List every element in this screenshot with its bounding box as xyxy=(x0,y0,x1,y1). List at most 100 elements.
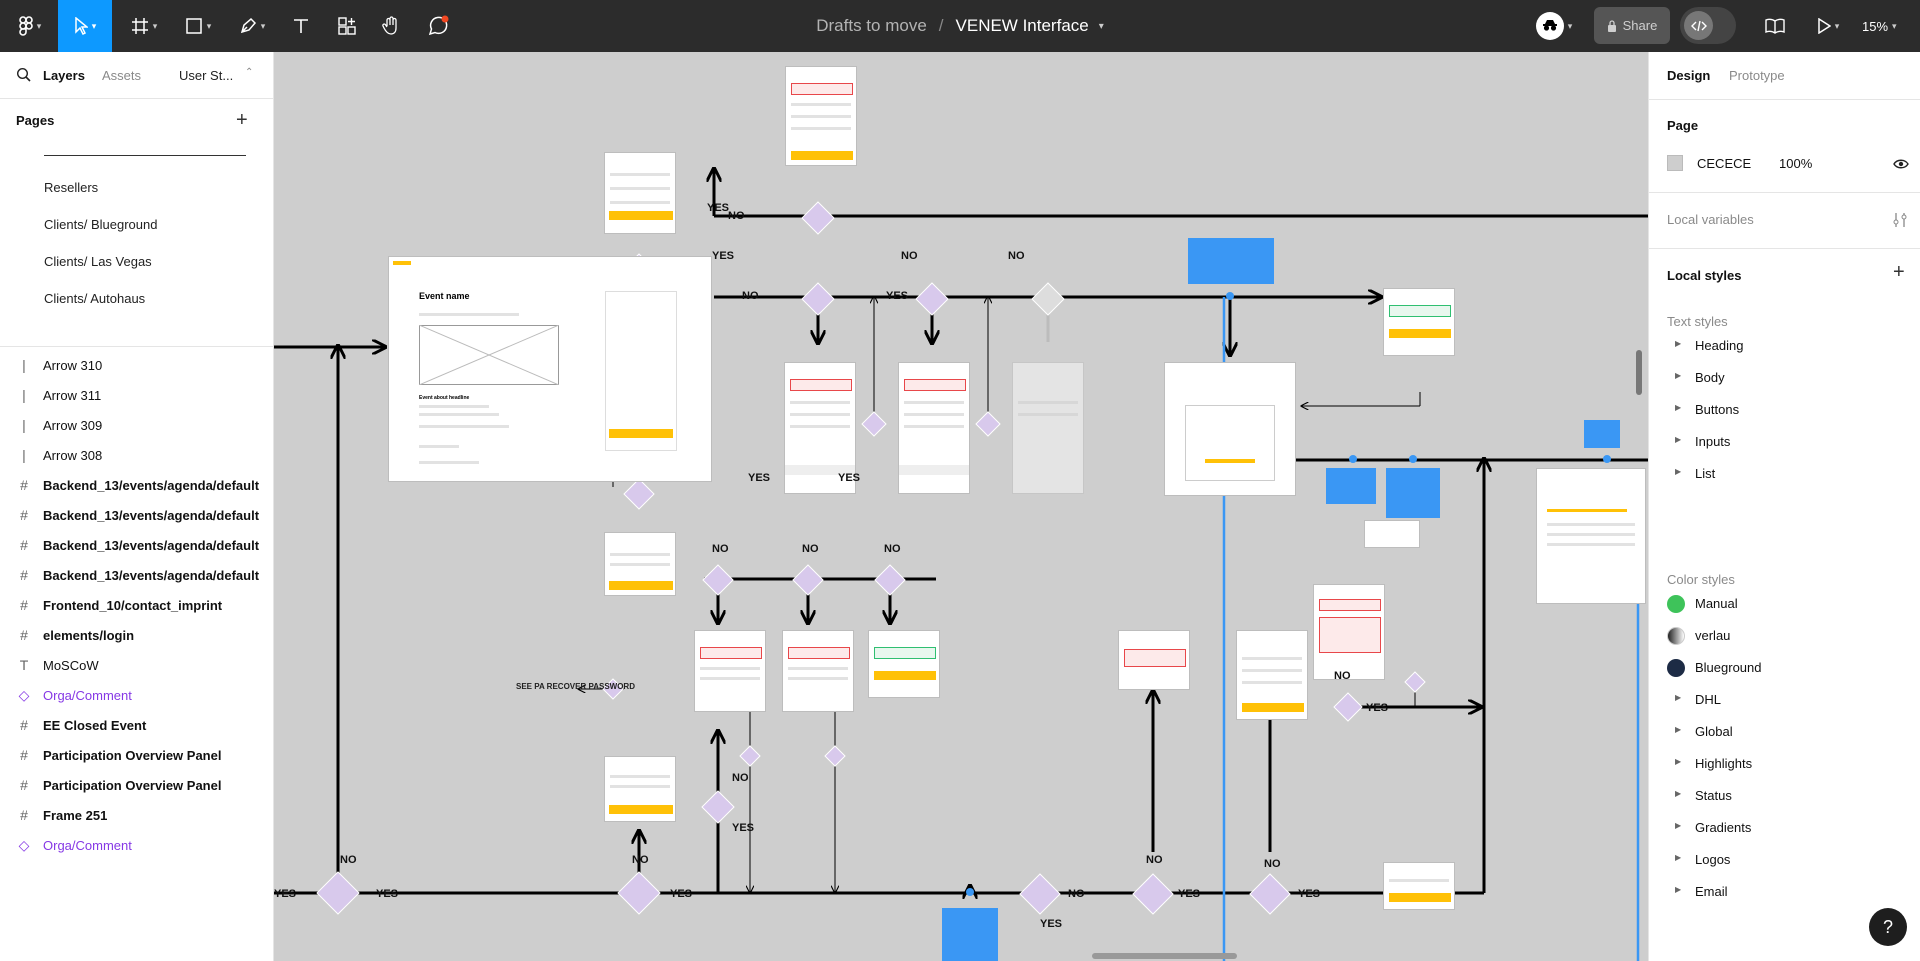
comment-note[interactable] xyxy=(1386,468,1440,518)
local-variables-label[interactable]: Local variables xyxy=(1667,212,1754,227)
event-frame[interactable]: Event name Event about headline xyxy=(388,256,712,482)
layer-item[interactable]: #EE Closed Event xyxy=(0,707,273,743)
color-style-item[interactable]: ▶Gradients xyxy=(1649,812,1920,842)
page-color-value[interactable]: CECECE xyxy=(1697,156,1752,171)
color-style-item[interactable]: Manual xyxy=(1649,588,1920,618)
layer-item[interactable]: #Backend_13/events/agenda/default xyxy=(0,557,273,593)
page-item[interactable]: Resellers xyxy=(44,180,99,195)
email-frame[interactable] xyxy=(1164,362,1296,496)
help-button[interactable]: ? xyxy=(1869,908,1907,946)
layer-label: Orga/Comment xyxy=(43,688,132,703)
add-style-icon[interactable]: + xyxy=(1893,261,1905,283)
screen-frame[interactable] xyxy=(868,630,940,698)
email-frame[interactable] xyxy=(1536,468,1646,604)
layer-item[interactable]: #elements/login xyxy=(0,617,273,653)
layer-item[interactable]: #Participation Overview Panel xyxy=(0,767,273,803)
screen-frame[interactable] xyxy=(694,630,766,712)
library-button[interactable] xyxy=(1760,0,1790,52)
color-style-item[interactable]: verlau xyxy=(1649,620,1920,650)
add-page-icon[interactable]: + xyxy=(236,109,248,131)
screen-frame[interactable] xyxy=(1313,584,1385,680)
move-tool-button[interactable]: ▾ xyxy=(58,0,112,52)
layer-item[interactable]: ◇Orga/Comment xyxy=(0,827,273,863)
yes-label: YES xyxy=(838,472,861,484)
tab-assets[interactable]: Assets xyxy=(102,68,142,83)
variables-icon[interactable] xyxy=(1893,212,1907,228)
comment-note[interactable] xyxy=(1584,420,1620,448)
chevron-down-icon[interactable]: ▾ xyxy=(1098,20,1104,32)
color-style-item[interactable]: ▶Highlights xyxy=(1649,748,1920,778)
comment-note[interactable] xyxy=(1188,238,1274,284)
color-style-item[interactable]: ▶Email xyxy=(1649,876,1920,906)
pen-tool-button[interactable]: ▾ xyxy=(232,0,272,52)
comment-note[interactable] xyxy=(942,908,998,961)
text-style-item[interactable]: ▶Body xyxy=(1649,362,1920,392)
dev-mode-toggle[interactable] xyxy=(1680,7,1736,44)
layer-item[interactable]: |Arrow 309 xyxy=(0,407,273,443)
screen-frame[interactable] xyxy=(604,756,676,822)
screen-frame[interactable] xyxy=(1383,288,1455,356)
layer-item[interactable]: #Backend_13/events/agenda/default xyxy=(0,467,273,503)
present-button[interactable]: ▾ xyxy=(1808,0,1848,52)
page-opacity-value[interactable]: 100% xyxy=(1779,156,1813,171)
color-style-item[interactable]: ▶DHL xyxy=(1649,684,1920,714)
page-item[interactable]: Clients/ Autohaus xyxy=(44,291,146,306)
avatar-button[interactable]: ▾ xyxy=(1528,0,1580,52)
share-button[interactable]: Share xyxy=(1594,7,1670,44)
screen-frame[interactable] xyxy=(784,362,856,494)
text-style-item[interactable]: ▶Buttons xyxy=(1649,394,1920,424)
layer-item[interactable]: |Arrow 310 xyxy=(0,347,273,383)
main-menu-button[interactable]: ▾ xyxy=(8,0,52,52)
resources-tool-button[interactable] xyxy=(332,0,362,52)
mini-frame[interactable] xyxy=(1364,520,1420,548)
text-tool-button[interactable] xyxy=(286,0,316,52)
screen-frame[interactable] xyxy=(785,66,857,166)
page-item[interactable]: Clients/ Blueground xyxy=(44,217,158,232)
search-icon[interactable] xyxy=(16,67,32,83)
layer-item[interactable]: #Backend_13/events/agenda/default xyxy=(0,527,273,563)
text-style-item[interactable]: ▶Heading xyxy=(1649,330,1920,360)
tab-design[interactable]: Design xyxy=(1667,68,1711,83)
file-name[interactable]: VENEW Interface xyxy=(955,16,1089,35)
tab-prototype[interactable]: Prototype xyxy=(1729,68,1785,83)
zoom-dropdown[interactable]: 15% ▾ xyxy=(1862,18,1897,34)
screen-frame[interactable] xyxy=(898,362,970,494)
page-color-swatch[interactable] xyxy=(1667,155,1683,171)
screen-frame[interactable] xyxy=(1236,630,1308,720)
color-style-item[interactable]: ▶Logos xyxy=(1649,844,1920,874)
layer-item[interactable]: |Arrow 311 xyxy=(0,377,273,413)
color-style-item[interactable]: ▶Status xyxy=(1649,780,1920,810)
text-style-item[interactable]: ▶Inputs xyxy=(1649,426,1920,456)
layer-item[interactable]: #Backend_13/events/agenda/default xyxy=(0,497,273,533)
chevron-up-icon[interactable]: ⌃ xyxy=(245,67,254,78)
screen-frame[interactable] xyxy=(604,532,676,596)
color-style-item[interactable]: Blueground xyxy=(1649,652,1920,682)
color-style-item[interactable]: ▶Global xyxy=(1649,716,1920,746)
screen-frame-disabled[interactable] xyxy=(1012,362,1084,494)
frame-tool-button[interactable]: ▾ xyxy=(124,0,164,52)
comment-note[interactable] xyxy=(1326,468,1376,504)
text-style-item[interactable]: ▶List xyxy=(1649,458,1920,488)
horizontal-scrollbar[interactable] xyxy=(1092,953,1237,959)
tab-layers[interactable]: Layers xyxy=(43,68,85,83)
layer-item[interactable]: |Arrow 308 xyxy=(0,437,273,473)
layer-item[interactable]: #Participation Overview Panel xyxy=(0,737,273,773)
tab-user-stories[interactable]: User St... xyxy=(179,68,234,83)
file-folder-link[interactable]: Drafts to move xyxy=(816,16,927,35)
screen-frame[interactable] xyxy=(782,630,854,712)
layer-item[interactable]: #Frame 251 xyxy=(0,797,273,833)
eye-icon[interactable] xyxy=(1893,158,1909,170)
screen-frame[interactable] xyxy=(1118,630,1190,690)
design-canvas[interactable]: Event name Event about headline xyxy=(274,52,1648,961)
layer-item[interactable]: #Frontend_10/contact_imprint xyxy=(0,587,273,623)
hand-tool-button[interactable] xyxy=(376,0,406,52)
screen-frame[interactable] xyxy=(604,152,676,234)
yes-label: YES xyxy=(732,822,755,834)
page-item[interactable]: Clients/ Las Vegas xyxy=(44,254,152,269)
shape-tool-button[interactable]: ▾ xyxy=(178,0,218,52)
vertical-scrollbar[interactable] xyxy=(1636,350,1642,395)
comment-tool-button[interactable] xyxy=(422,0,454,52)
layer-item[interactable]: ◇Orga/Comment xyxy=(0,677,273,713)
screen-frame[interactable] xyxy=(1383,862,1455,910)
